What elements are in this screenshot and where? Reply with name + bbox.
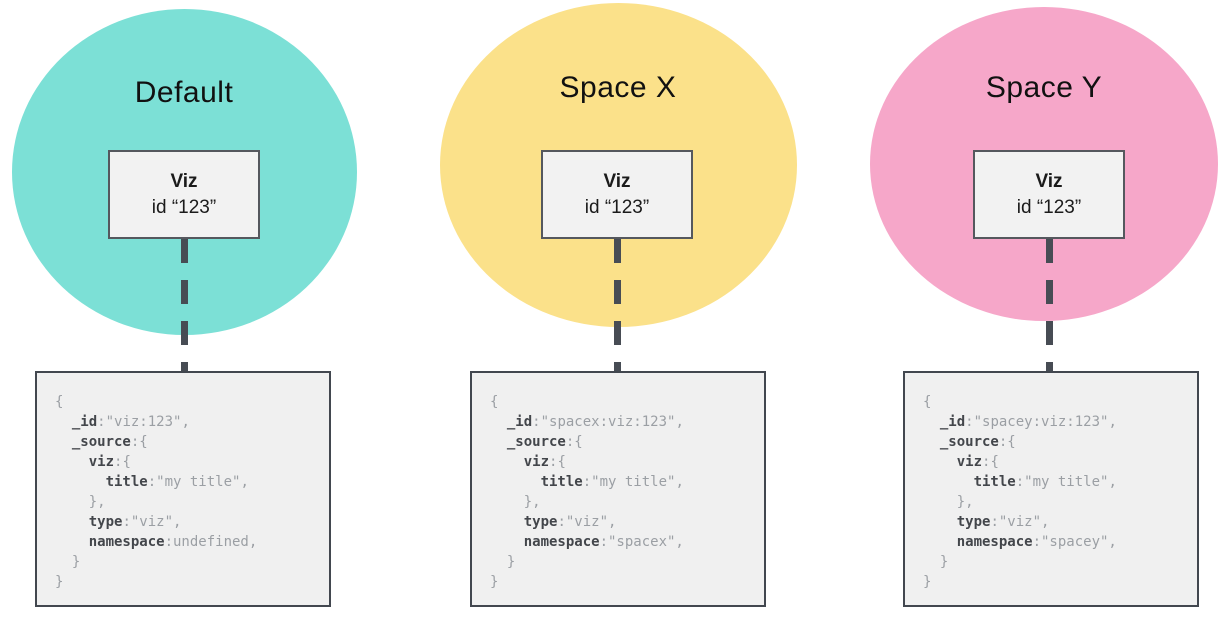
viz-box-id: id “123” [584,196,650,218]
viz-box: Viz id “123” [541,150,693,239]
code-line: type:"viz", [956,514,1050,530]
code-line: viz:{ [88,454,131,470]
space-label-x: Space X [559,71,677,104]
code-line: _id:"spacey:viz:123", [939,414,1117,430]
connector-dashed-line [1045,239,1053,373]
code-line: _source:{ [71,434,148,450]
connector-dashed-line [180,239,188,373]
code-line: } [55,574,64,590]
code-line: title:"my title", [540,474,684,490]
viz-box-title: Viz [603,170,631,192]
space-label-default: Default [134,76,234,109]
code-line: } [490,554,516,570]
code-line: _source:{ [939,434,1016,450]
code-line: _id:"viz:123", [71,414,190,430]
code-line: namespace:"spacey", [956,534,1117,550]
viz-box-title: Viz [170,170,198,192]
connector-dashed-line [613,239,621,373]
code-line: viz:{ [523,454,566,470]
code-line: _source:{ [506,434,583,450]
code-line: viz:{ [956,454,999,470]
code-line: }, [923,494,974,510]
code-line: } [490,574,499,590]
code-line: } [55,554,81,570]
code-line: }, [490,494,541,510]
viz-box: Viz id “123” [108,150,260,239]
code-line: namespace:"spacex", [523,534,684,550]
code-line: } [923,554,949,570]
saved-object-json-block: { _id:"viz:123", _source:{ viz:{ title:"… [35,371,331,607]
code-line: type:"viz", [88,514,182,530]
code-line: title:"my title", [973,474,1117,490]
viz-box: Viz id “123” [973,150,1125,239]
viz-box-title: Viz [1035,170,1063,192]
code-line: { [923,394,932,410]
code-line: title:"my title", [105,474,249,490]
viz-box-id: id “123” [1016,196,1082,218]
code-line: }, [55,494,106,510]
code-line: namespace:undefined, [88,534,258,550]
saved-object-json-block: { _id:"spacey:viz:123", _source:{ viz:{ … [903,371,1199,607]
code-line: } [923,574,932,590]
code-line: _id:"spacex:viz:123", [506,414,684,430]
space-label-y: Space Y [985,71,1103,104]
code-line: { [490,394,499,410]
viz-box-id: id “123” [151,196,217,218]
code-line: type:"viz", [523,514,617,530]
code-line: { [55,394,64,410]
saved-object-json-block: { _id:"spacex:viz:123", _source:{ viz:{ … [470,371,766,607]
